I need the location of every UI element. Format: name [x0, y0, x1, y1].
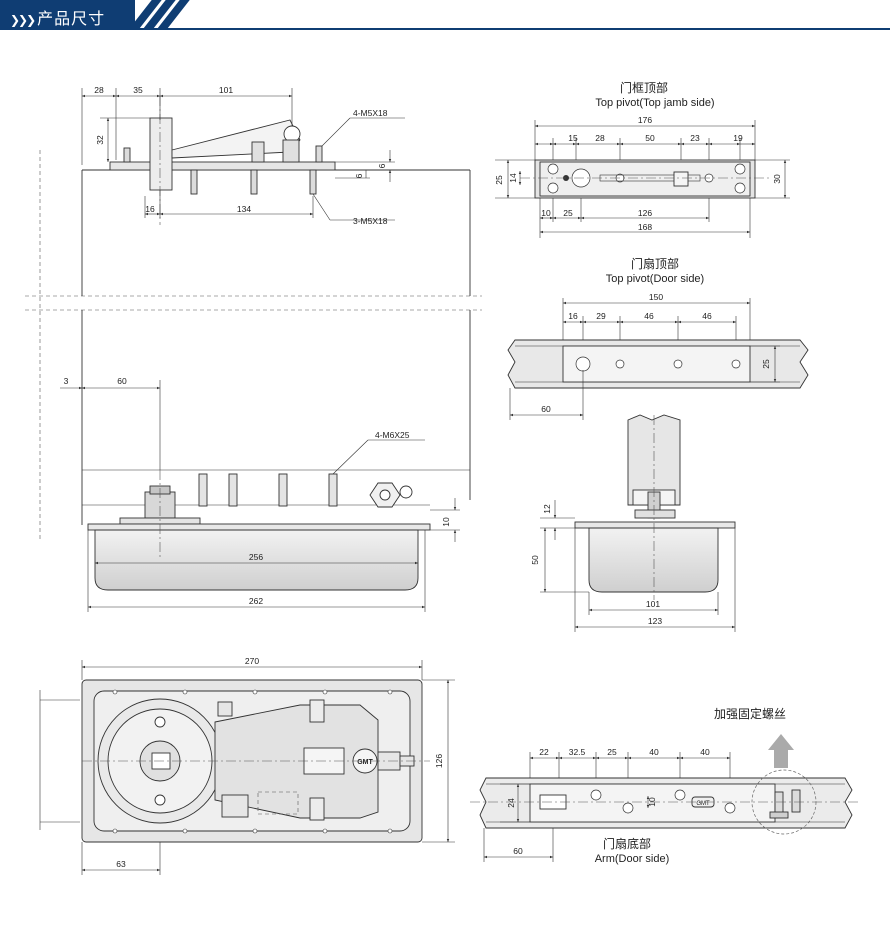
dim-168: 168: [638, 222, 652, 232]
dim-3: 3: [64, 376, 69, 386]
arm-view: 加强固定螺丝 22 32.5 25 40 40 GMT: [470, 706, 860, 865]
dim-25c: 25: [761, 359, 771, 369]
dim-15: 15: [568, 133, 578, 143]
dim-126b: 126: [638, 208, 652, 218]
dim-16b: 16: [568, 311, 578, 321]
section-title: ❯❯❯产品尺寸: [10, 5, 105, 29]
dim-25b: 25: [563, 208, 573, 218]
dim-35: 35: [133, 85, 143, 95]
dim-46a: 46: [644, 311, 654, 321]
section-title-text: 产品尺寸: [37, 9, 106, 28]
dim-50: 50: [645, 133, 655, 143]
dim-46b: 46: [702, 311, 712, 321]
top-pivot-title-cn: 门框顶部: [620, 80, 668, 95]
side-view: 12 50 101 123: [530, 414, 736, 632]
dim-14: 14: [508, 173, 518, 183]
header-bar: [0, 0, 135, 30]
dim-60c: 60: [513, 846, 523, 856]
dim-126: 126: [434, 754, 444, 768]
dim-32-5: 32.5: [569, 747, 586, 757]
arm-title-en: Arm(Door side): [595, 853, 670, 865]
dim-10b: 10: [541, 208, 551, 218]
dim-270: 270: [245, 656, 259, 666]
chevrons-icon: ❯❯❯: [10, 13, 36, 27]
dim-25d: 25: [607, 747, 617, 757]
dim-19: 19: [733, 133, 743, 143]
dim-29: 29: [596, 311, 606, 321]
dim-134: 134: [237, 204, 251, 214]
screw-label-bottom: 3-M5X18: [353, 216, 388, 226]
dim-22: 22: [539, 747, 549, 757]
dim-12: 12: [542, 504, 552, 514]
top-pivot-view: 门框顶部 Top pivot(Top jamb side) 176 15 28 …: [494, 80, 790, 238]
dim-40b: 40: [700, 747, 710, 757]
dim-6b: 6: [354, 173, 364, 178]
dim-30: 30: [772, 174, 782, 184]
dim-256: 256: [249, 552, 263, 562]
up-arrow-icon: [768, 734, 794, 768]
dim-50b: 50: [530, 555, 540, 565]
dim-10c: 10: [647, 797, 657, 807]
dim-25: 25: [494, 175, 504, 185]
dim-150: 150: [649, 292, 663, 302]
dim-60: 60: [117, 376, 127, 386]
dim-63: 63: [116, 859, 126, 869]
screw-label-top: 4-M5X18: [353, 108, 388, 118]
dim-10: 10: [441, 517, 451, 527]
door-top-view: 门扇顶部 Top pivot(Door side) 150 16 29 46 4…: [507, 256, 809, 420]
gmt-badge: GMT: [357, 759, 373, 766]
top-pivot-title-en: Top pivot(Top jamb side): [595, 97, 714, 109]
dim-40a: 40: [649, 747, 659, 757]
screw-label-mid: 4-M6X25: [375, 430, 410, 440]
reinforce-screw-note: 加强固定螺丝: [714, 706, 786, 721]
dim-28: 28: [94, 85, 104, 95]
dim-101: 101: [219, 85, 233, 95]
dim-176: 176: [638, 115, 652, 125]
door-top-title-en: Top pivot(Door side): [606, 273, 704, 285]
dim-123: 123: [648, 616, 662, 626]
front-elevation: 28 35 101 32 6 6 4-M5X18 16 134 3-M5X18 …: [25, 85, 482, 612]
dim-6a: 6: [377, 163, 387, 168]
dim-32: 32: [95, 135, 105, 145]
arm-title-cn: 门扇底部: [603, 836, 651, 851]
door-top-title-cn: 门扇顶部: [631, 256, 679, 271]
dim-60b: 60: [541, 404, 551, 414]
gmt-plate-label: GMT: [696, 801, 710, 807]
dim-28b: 28: [595, 133, 605, 143]
dim-101b: 101: [646, 599, 660, 609]
header-band: ❯❯❯产品尺寸: [0, 0, 890, 30]
dim-16: 16: [145, 204, 155, 214]
header-underline: [0, 28, 890, 30]
dim-24: 24: [506, 798, 516, 808]
dim-23: 23: [690, 133, 700, 143]
dim-262: 262: [249, 596, 263, 606]
plan-view: 270 126 63 GMT: [39, 656, 455, 875]
